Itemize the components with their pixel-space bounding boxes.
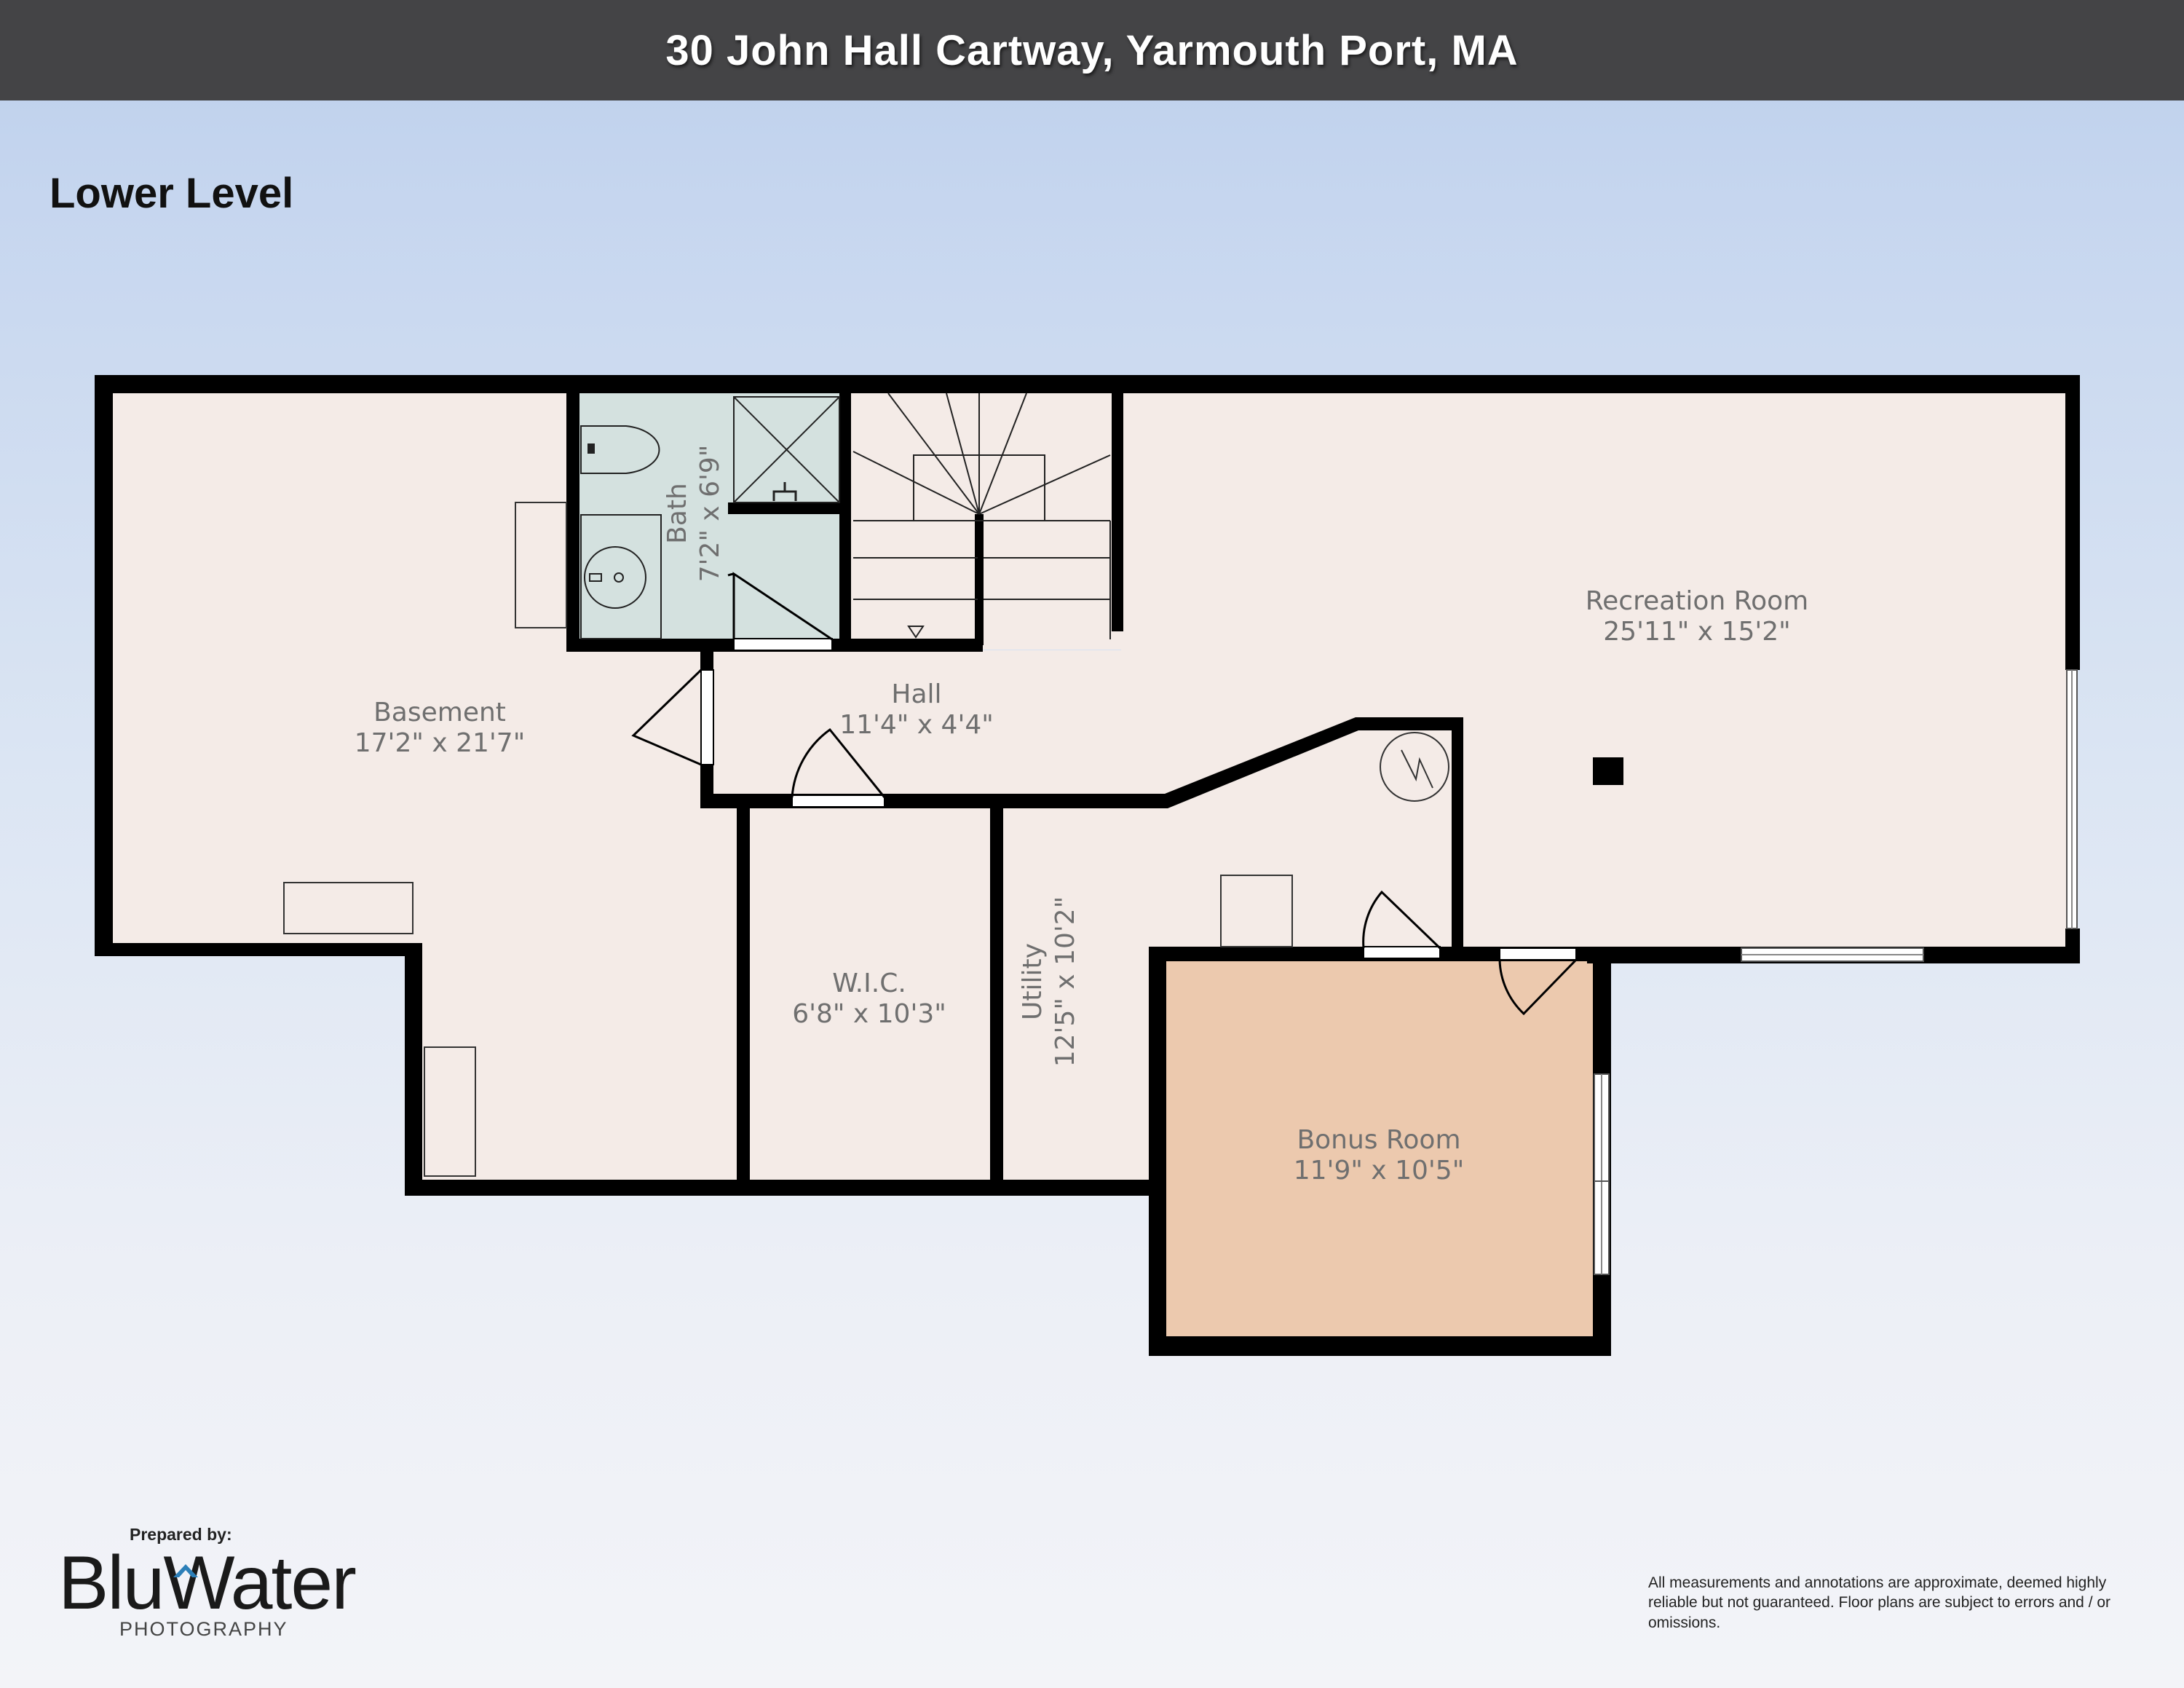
logo-roof-icon (173, 1564, 198, 1577)
fixtures (283, 502, 1449, 1177)
wic-floor (748, 801, 992, 1183)
wall-top (95, 375, 2080, 393)
doors (631, 572, 1578, 1016)
shower (733, 396, 840, 503)
walls (95, 375, 2080, 1356)
toilet (580, 425, 660, 474)
bonus-room-dims: 11'9" x 10'5" (1294, 1156, 1465, 1186)
recreation-room-name: Recreation Room (1586, 586, 1808, 616)
sink (584, 546, 646, 609)
utility-dims: 12'5" x 10'2" (1051, 896, 1080, 1068)
basement-dims: 17'2" x 21'7" (355, 728, 526, 758)
door-bonus-swing (1498, 958, 1578, 1016)
door-wic-leaf (791, 794, 885, 808)
wall-bonus-left (1149, 947, 1166, 1356)
water-heater-icon (1380, 732, 1449, 802)
door-utility-swing (1362, 890, 1441, 950)
door-bath-leaf (733, 638, 833, 651)
bath-name: Bath (662, 483, 692, 544)
rec-room-column (1593, 757, 1623, 785)
wall-right-upper (2065, 375, 2080, 670)
door-utility-leaf (1363, 946, 1441, 959)
recreation-room-dims: 25'11" x 15'2" (1603, 617, 1790, 647)
shower-valve (772, 482, 797, 501)
utility-floor (1002, 728, 1456, 1183)
staircase (852, 393, 1111, 639)
bonus-room-floor (1165, 960, 1594, 1336)
basement-cabinet-step (424, 1046, 476, 1177)
utility-name: Utility (1018, 943, 1048, 1020)
wall-left-bottom (95, 943, 422, 956)
door-wic-swing (791, 727, 886, 798)
bluwater-logo-subtitle: PHOTOGRAPHY (119, 1618, 288, 1640)
bath-dims: 7'2" x 6'9" (695, 445, 725, 583)
basement-cabinet-upper (515, 502, 567, 628)
basement-name: Basement (373, 698, 506, 727)
vanity (580, 514, 662, 639)
title-bar: 30 John Hall Cartway, Yarmouth Port, MA (0, 0, 2184, 100)
bluwater-logo: BluWater (58, 1541, 357, 1625)
wall-left (95, 375, 113, 955)
wall-bath-left (566, 387, 579, 652)
wall-stair-post (975, 514, 984, 645)
wall-stairs-right (1112, 387, 1123, 631)
level-label: Lower Level (50, 170, 294, 217)
door-basement-swing (631, 669, 703, 766)
wic-dims: 6'8" x 10'3" (792, 999, 946, 1029)
basement-cabinet-lower (283, 882, 414, 934)
wall-basement-step (405, 943, 422, 1196)
prepared-by-label: Prepared by: (130, 1525, 232, 1544)
wall-wic-right (990, 801, 1003, 1196)
windows (1594, 669, 2078, 1275)
wall-bonus-bottom (1149, 1336, 1611, 1356)
bath-fixtures (580, 396, 840, 639)
wic-name: W.I.C. (832, 969, 906, 998)
utility-cabinet (1220, 875, 1293, 947)
hall-name: Hall (891, 679, 941, 709)
basement-floor (102, 387, 743, 1183)
door-bonus-leaf (1499, 947, 1577, 961)
wall-bath-right (839, 387, 851, 652)
room-labels: Basement 17'2" x 21'7" Bath 7'2" x 6'9" … (355, 445, 1809, 1186)
wall-wic-left (737, 801, 750, 1196)
disclaimer-text: All measurements and annotations are app… (1648, 1574, 2111, 1631)
property-address: 30 John Hall Cartway, Yarmouth Port, MA (665, 26, 1519, 74)
hall-floor (710, 387, 2069, 950)
hall-dims: 11'4" x 4'4" (839, 710, 994, 740)
bath-floor (577, 393, 839, 641)
wall-bottom-main (405, 1180, 1162, 1196)
door-basement-leaf (700, 669, 714, 765)
wall-bath-shower (728, 502, 848, 514)
floors (102, 387, 2069, 1336)
bonus-room-name: Bonus Room (1297, 1125, 1460, 1155)
